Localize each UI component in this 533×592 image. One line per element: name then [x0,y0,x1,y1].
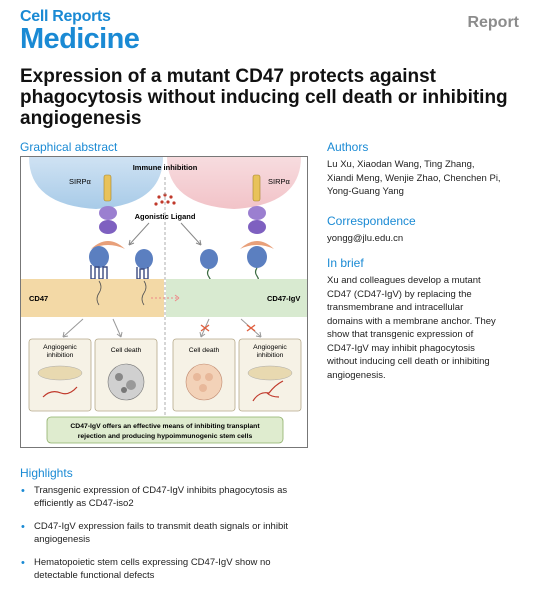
outcome-arrows [62,318,262,338]
highlight-line: CD47-IgV expression fails to transmit de… [34,521,288,532]
agonistic-ligand-dots [154,193,176,206]
conclusion-line2: rejection and producing hypoimmunogenic … [78,433,253,440]
article-type: Report [467,14,519,31]
in-brief-line: without inducing cell death or inhibitin… [327,356,490,367]
journal-name-line1: Cell Reports [20,8,111,25]
authors-heading: Authors [327,140,369,154]
outcome-left-1-line2: inhibition [47,352,74,359]
outcome-box-right-death: Cell death [172,338,236,412]
authors-line: Xiandi Meng, Wenjie Zhao, Chenchen Pi, [327,172,501,184]
bullet-icon: • [21,557,25,569]
journal-name-line2: Medicine [20,23,140,55]
sirpa-receptor-right [240,174,274,249]
in-brief-line: Xu and colleagues develop a mutant [327,275,481,286]
cd47-molecule-left [89,246,109,281]
conclusion-banner: CD47-IgV offers an effective means of in… [46,416,284,444]
in-brief-text: Xu and colleagues develop a mutant CD47 … [327,274,496,382]
in-brief-line: angiogenesis. [327,369,386,381]
sirpa-left-label: SIRPα [69,177,92,186]
in-brief-line: CD47-IgV may inhibit phagocytosis [327,342,475,354]
highlights-heading: Highlights [20,466,73,480]
journal-logo: Cell Reports Medicine [20,8,140,55]
bullet-icon: • [21,485,25,497]
cd47-label: CD47 [29,294,48,303]
sirpa-right-label: SIRPα [268,177,291,186]
outcome-box-left-death: Cell death [94,338,158,412]
highlights-list: • Transgenic expression of CD47-IgV inhi… [20,485,320,592]
correspondence-heading: Correspondence [327,214,416,228]
sirpa-receptor-left [91,174,125,249]
highlight-line: Hematopoietic stem cells expressing CD47… [34,557,271,568]
graphical-abstract: Immune inhibition SIRPα SIRPα Agonistic … [20,156,308,448]
outcome-box-left-angiogenic: Angiogenic inhibition [28,338,92,412]
graphical-abstract-heading: Graphical abstract [20,140,118,154]
cd47-igv-label: CD47-IgV [267,294,300,303]
in-brief-heading: In brief [327,256,364,270]
in-brief-line: show that transgenic expression of [327,329,474,340]
cd47-igv-cell-membrane [166,279,307,317]
immune-inhibition-label: Immune inhibition [133,163,198,172]
highlight-line: efficiently as CD47-iso2 [34,497,134,509]
article-title: Expression of a mutant CD47 protects aga… [20,66,508,129]
ligand-arrows [128,222,202,246]
highlight-line: Transgenic expression of CD47-IgV inhibi… [34,485,288,496]
correspondence-email[interactable]: yongg@jlu.edu.cn [327,233,404,244]
cd47-cell-membrane [21,279,164,317]
conclusion-line1: CD47-IgV offers an effective means of in… [70,423,260,430]
highlight-item: • CD47-IgV expression fails to transmit … [20,521,320,546]
in-brief-line: transmembrane and intracellular [327,302,464,313]
outcome-right-1: Cell death [189,347,220,354]
outcome-right-2-line2: inhibition [257,352,284,359]
in-brief-line: CD47 (CD47-IgV) by replacing the [327,288,472,300]
macrophage-right [167,157,301,209]
outcome-left-2: Cell death [111,347,142,354]
graphical-abstract-figure: Immune inhibition SIRPα SIRPα Agonistic … [21,157,307,444]
outcome-right-2-line1: Angiogenic [253,344,287,351]
authors-line: Yong-Guang Yang [327,186,404,197]
membrane-transfer-arrow [151,294,180,302]
blocked-marks [200,324,256,332]
macrophage-left [29,157,163,209]
highlight-item: • Transgenic expression of CD47-IgV inhi… [20,485,320,510]
authors-line: Lu Xu, Xiaodan Wang, Ting Zhang, [327,159,475,170]
agonistic-ligand-label: Agonistic Ligand [135,212,196,221]
in-brief-line: domains with a membrane anchor. They [327,315,496,327]
cd47-igv-molecule-right [247,246,267,285]
highlight-line: detectable functional defects [34,569,155,581]
cd47-molecule-center-left [135,249,153,280]
authors-list: Lu Xu, Xiaodan Wang, Ting Zhang, Xiandi … [327,158,501,199]
highlight-item: • Hematopoietic stem cells expressing CD… [20,557,320,582]
highlight-line: angiogenesis [34,533,90,545]
outcome-box-right-angiogenic: Angiogenic inhibition [238,338,302,412]
bullet-icon: • [21,521,25,533]
outcome-left-1-line1: Angiogenic [43,344,77,351]
